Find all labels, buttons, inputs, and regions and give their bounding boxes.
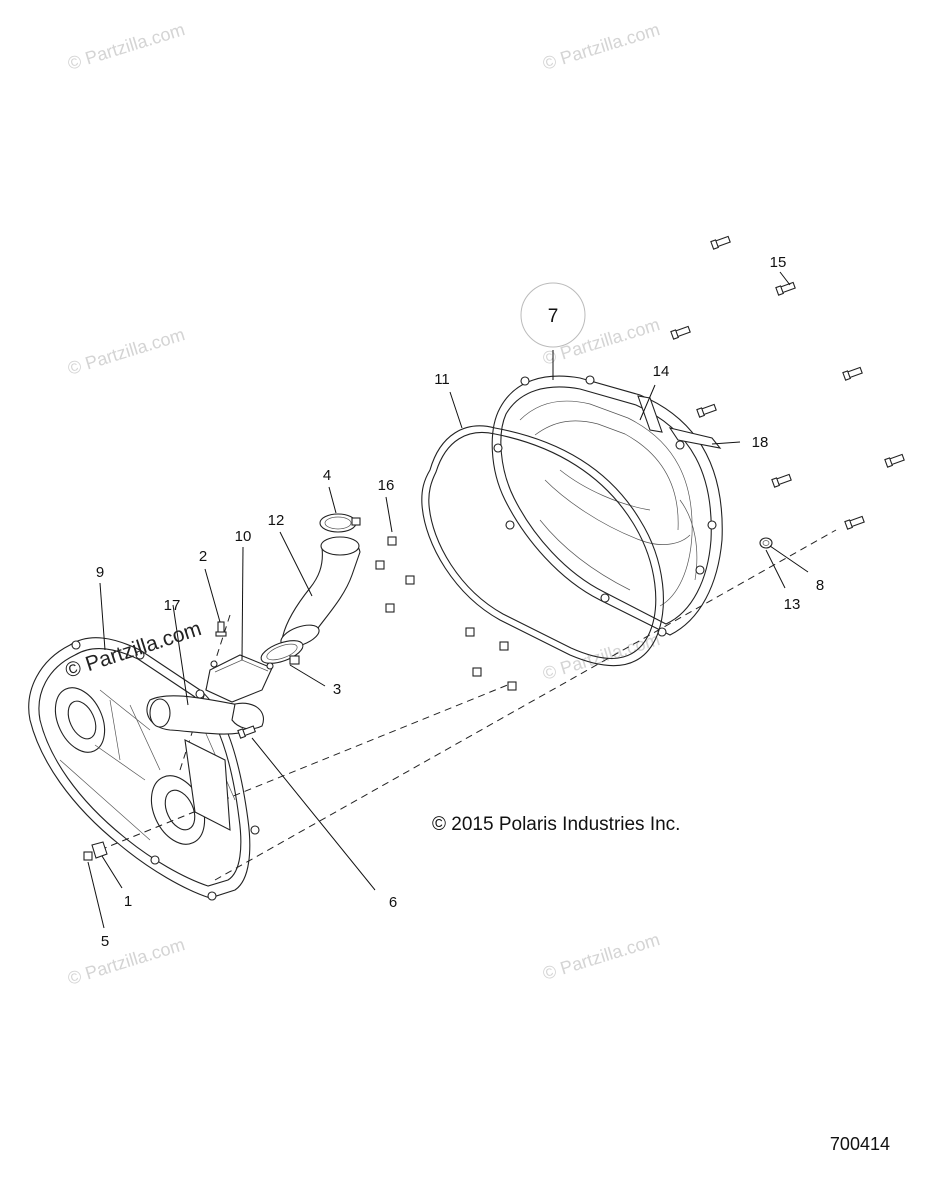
diagram-id: 700414 <box>830 1134 890 1154</box>
adapter-bolt <box>215 621 227 637</box>
copyright-notice: © 2015 Polaris Industries Inc. <box>432 814 680 835</box>
drain-plug <box>759 537 773 549</box>
outer-clutch-cover <box>491 375 723 637</box>
watermark-layer: © Partzilla.com © Partzilla.com © Partzi… <box>65 19 662 989</box>
callout-3: 3 <box>333 681 341 698</box>
callout-1: 1 <box>124 893 132 910</box>
callout-2: 2 <box>199 548 207 565</box>
duct-adapter <box>205 654 274 703</box>
cover-gasket <box>421 425 664 667</box>
hose-clamp-lower <box>260 640 304 665</box>
callout-13: 13 <box>784 596 801 613</box>
watermark: © Partzilla.com <box>540 629 662 684</box>
callout-5: 5 <box>101 933 109 950</box>
callout-7: 7 <box>548 306 559 327</box>
cover-mount-bolt <box>237 725 257 739</box>
cover-bolts <box>670 235 905 530</box>
small-screws <box>375 536 517 691</box>
callout-circle-7 <box>520 282 586 348</box>
callout-16: 16 <box>378 477 395 494</box>
intake-duct <box>280 536 361 648</box>
watermark: © Partzilla.com <box>540 929 662 984</box>
callout-11: 11 <box>434 371 450 388</box>
watermark: © Partzilla.com <box>65 934 187 989</box>
callout-14: 14 <box>653 363 670 380</box>
callout-8: 8 <box>816 577 824 594</box>
callout-6: 6 <box>389 894 397 911</box>
callout-18: 18 <box>752 434 769 451</box>
watermark: © Partzilla.com <box>65 324 187 379</box>
decal-parts <box>637 395 722 449</box>
leader-lines <box>87 271 809 929</box>
callout-17: 17 <box>164 597 181 614</box>
callout-4: 4 <box>323 467 331 484</box>
callout-labels: 7 15 11 14 18 4 16 12 10 2 9 17 8 13 3 6… <box>96 254 824 950</box>
watermark: © Partzilla.com <box>540 19 662 74</box>
grommet-and-screw <box>83 841 108 861</box>
callout-10: 10 <box>235 528 252 545</box>
callout-12: 12 <box>268 512 285 529</box>
callout-9: 9 <box>96 564 104 581</box>
hose-clamp-top <box>319 513 361 533</box>
watermark: © Partzilla.com <box>65 19 187 74</box>
callout-15: 15 <box>770 254 787 271</box>
